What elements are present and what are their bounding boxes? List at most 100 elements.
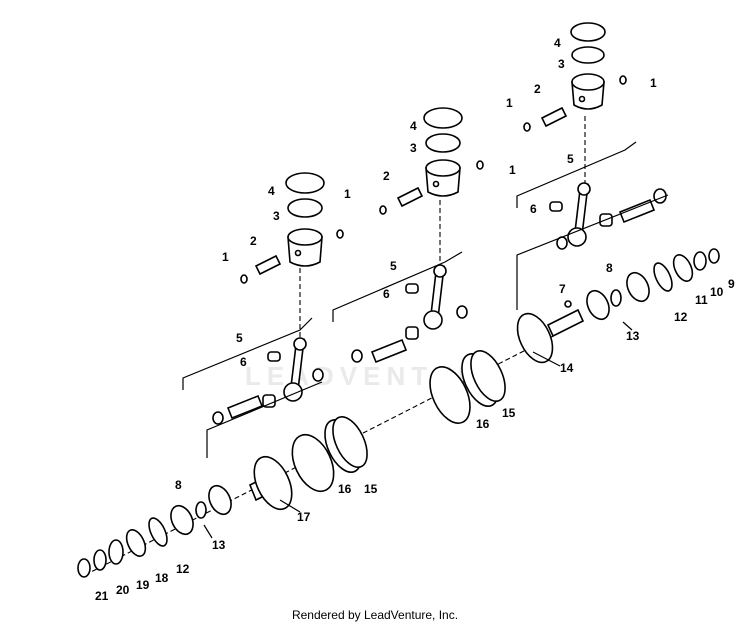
- callout-1: 1: [509, 163, 516, 177]
- circlip-middle-a: [379, 205, 387, 215]
- leader-14: [532, 351, 561, 367]
- piston-ring-middle: [425, 133, 461, 153]
- washer-8a: [610, 289, 622, 307]
- key-7: [564, 300, 572, 308]
- callout-2: 2: [250, 234, 257, 248]
- needle-bearing-left: [267, 351, 281, 362]
- callout-1: 1: [650, 76, 657, 90]
- circlip-right-b: [619, 75, 627, 85]
- snap-ring-12b: [148, 517, 168, 547]
- left-end-parts: [77, 484, 232, 578]
- callout-19: 19: [136, 578, 150, 592]
- callout-5: 5: [236, 331, 243, 345]
- bearing-13a: [586, 289, 610, 321]
- crank-stub-right: [546, 308, 585, 338]
- piston-assembly-right: [516, 22, 669, 310]
- bracket-middle: [332, 251, 463, 322]
- callout-5: 5: [567, 152, 574, 166]
- crank-web-14: [516, 312, 554, 364]
- callout-15: 15: [364, 482, 378, 496]
- bracket-right: [516, 141, 637, 208]
- bearing-13d: [170, 504, 194, 536]
- callout-2: 2: [383, 169, 390, 183]
- callout-16: 16: [476, 417, 490, 431]
- ring-10: [693, 251, 707, 271]
- callout-7: 7: [559, 282, 566, 296]
- callout-labels: 1 2 3 4 1 5 6 2 3 4 1 5 6 1 2 3 4 1 5 6 …: [95, 36, 735, 603]
- crank-web-left-a: [291, 433, 335, 493]
- right-end-parts: [564, 248, 720, 321]
- big-end-bearing-left: [262, 394, 276, 408]
- ring-19: [108, 539, 124, 565]
- needle-bearing-right: [549, 201, 563, 212]
- callout-1: 1: [344, 187, 351, 201]
- conrod-small-end-middle: [433, 264, 447, 278]
- callout-18: 18: [155, 571, 169, 585]
- callout-4: 4: [410, 119, 417, 133]
- bracket-left-lower: [206, 381, 323, 458]
- callout-3: 3: [558, 57, 565, 71]
- ring-20: [93, 549, 107, 571]
- callout-20: 20: [116, 583, 130, 597]
- thrust-washer-left-a: [312, 368, 324, 382]
- crank-pin-left: [226, 394, 264, 420]
- circlip-left-b: [336, 229, 344, 239]
- callout-10: 10: [710, 285, 724, 299]
- callout-8: 8: [175, 478, 182, 492]
- needle-bearing-middle: [405, 283, 419, 294]
- crank-pin-middle: [370, 338, 408, 364]
- piston-ring-top-right: [570, 22, 606, 42]
- piston-crown-left: [287, 228, 323, 246]
- callout-6: 6: [530, 202, 537, 216]
- piston-crown-middle: [425, 159, 461, 177]
- footer-credit: Rendered by LeadVenture, Inc.: [291, 608, 459, 622]
- piston-ring-top-left: [285, 172, 325, 194]
- wrist-pin-right: [540, 106, 568, 128]
- bearing-13c: [208, 484, 232, 516]
- callout-12: 12: [674, 310, 688, 324]
- callout-14: 14: [560, 361, 574, 375]
- callout-12: 12: [176, 562, 190, 576]
- callout-4: 4: [554, 36, 561, 50]
- wrist-pin-left: [254, 254, 282, 276]
- pin-bore-right: [578, 95, 586, 103]
- leader-lines: [203, 321, 633, 539]
- crank-seal-15b: [470, 350, 506, 402]
- callout-3: 3: [410, 141, 417, 155]
- ring-21: [77, 558, 91, 578]
- conrod-big-end-middle: [423, 310, 443, 330]
- crank-web-middle: [429, 366, 471, 424]
- piston-ring-left: [287, 198, 323, 218]
- callout-11: 11: [695, 293, 708, 307]
- piston-assembly-left: [182, 172, 344, 458]
- snap-ring-12a: [653, 262, 673, 292]
- ring-9: [708, 248, 720, 264]
- callout-17: 17: [297, 510, 311, 524]
- piston-ring-right: [571, 46, 605, 64]
- conrod-small-end-left: [293, 337, 307, 351]
- bracket-right-lower: [516, 194, 669, 310]
- crank-pin-right: [618, 198, 656, 224]
- washer-8b: [195, 501, 207, 519]
- thrust-washer-middle-a: [456, 305, 468, 319]
- callout-16: 16: [338, 482, 352, 496]
- pin-bore-middle: [432, 180, 440, 188]
- callout-13: 13: [212, 538, 226, 552]
- pin-bore-left: [294, 249, 302, 257]
- crank-seal-15a: [332, 416, 368, 468]
- circlip-middle-b: [476, 160, 484, 170]
- callout-21: 21: [95, 589, 109, 603]
- callout-4: 4: [268, 184, 275, 198]
- wrist-pin-middle: [396, 186, 424, 208]
- circlip-right-a: [523, 122, 531, 132]
- bracket-left: [182, 317, 313, 390]
- thrust-washer-left-b: [212, 411, 224, 425]
- callout-6: 6: [240, 355, 247, 369]
- callout-1: 1: [506, 96, 513, 110]
- crank-web-17: [253, 455, 293, 511]
- seal-18: [125, 529, 147, 557]
- leader-17: [279, 499, 301, 513]
- crankshaft: [248, 308, 585, 511]
- callout-9: 9: [728, 277, 735, 291]
